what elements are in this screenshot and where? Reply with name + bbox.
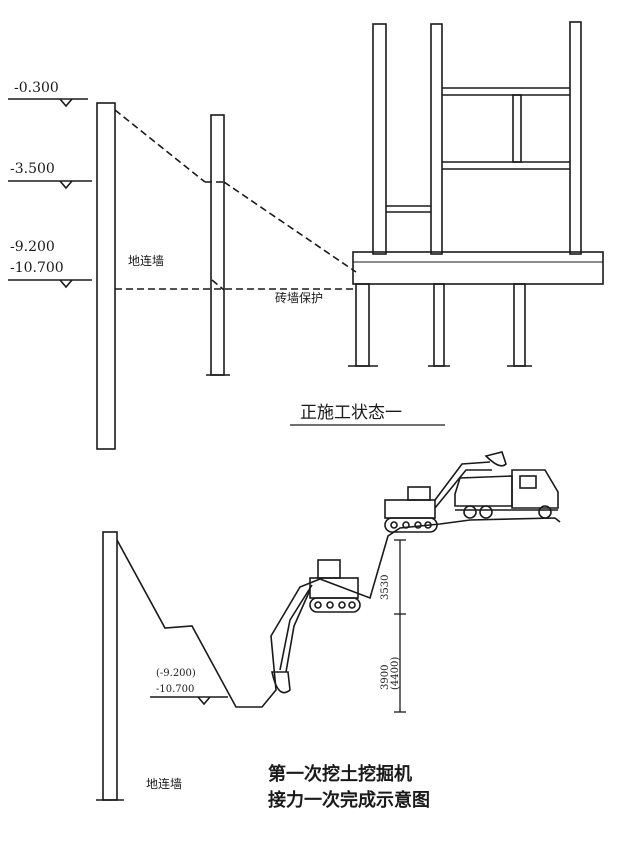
level-label-0300: -0.300 <box>14 80 59 96</box>
bottom-level-9200: (-9.200) <box>156 668 196 679</box>
excavation-slope <box>114 109 357 291</box>
bottom-level-10700: -10.700 <box>156 684 194 695</box>
top-drawing <box>8 21 604 450</box>
dimension-lower: 3900 <box>380 665 391 690</box>
dimension-line <box>394 539 406 713</box>
middle-column <box>210 114 225 376</box>
dimension-lower-alt: (4400) <box>390 657 401 690</box>
building-frame <box>348 21 604 367</box>
level-label-3500: -3.500 <box>10 161 55 177</box>
bottom-caption-line2: 接力一次完成示意图 <box>268 789 430 811</box>
brick-wall-protection-label: 砖墙保护 <box>275 290 323 305</box>
diaphragm-wall-bottom <box>102 531 118 801</box>
diaphragm-wall-label: 地连墙 <box>128 253 164 268</box>
top-caption: 正施工状态一 <box>300 403 402 423</box>
excavator-lower <box>271 559 361 694</box>
dimension-upper: 3530 <box>380 575 391 600</box>
bottom-caption-line1: 第一次挖土挖掘机 <box>268 763 412 785</box>
bottom-diaphragm-wall-label: 地连墙 <box>146 776 182 791</box>
level-marks <box>8 98 92 289</box>
diaphragm-wall-left <box>96 102 116 450</box>
level-label-9200: -9.200 <box>10 239 55 255</box>
dump-truck <box>454 469 559 519</box>
excavator-upper <box>384 451 507 533</box>
level-label-10700: -10.700 <box>10 260 64 276</box>
bottom-drawing <box>96 451 561 801</box>
